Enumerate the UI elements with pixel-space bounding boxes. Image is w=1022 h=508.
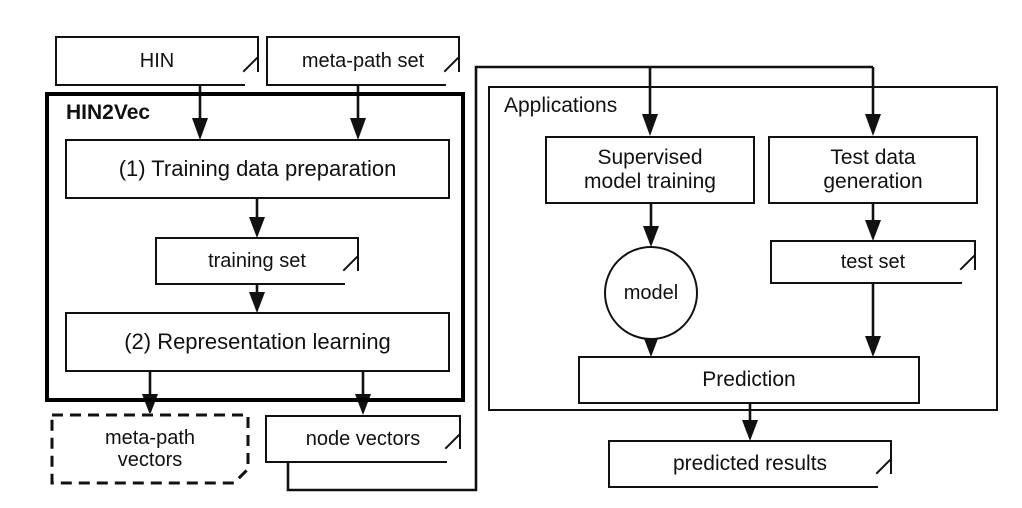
node-test-set-label: test set <box>840 250 906 273</box>
node-training-data-preparation-label: (1) Training data preparation <box>118 155 397 181</box>
node-predicted-results[interactable]: predicted results <box>608 440 892 488</box>
node-test-data-generation-label: Test data generation <box>823 146 923 193</box>
node-predicted-results-label: predicted results <box>672 452 828 476</box>
node-meta-path-vectors[interactable]: meta-path vectors <box>50 413 250 485</box>
node-supervised-model-training[interactable]: Supervised model training <box>545 136 755 204</box>
node-representation-learning-label: (2) Representation learning <box>124 328 391 354</box>
dashed-outline <box>50 413 250 485</box>
hin2vec-container-label: HIN2Vec <box>66 101 151 124</box>
fold-corner-icon <box>446 448 462 464</box>
node-training-set[interactable]: training set <box>155 237 359 285</box>
node-test-set[interactable]: test set <box>770 240 976 284</box>
node-meta-path-set[interactable]: meta-path set <box>266 36 460 86</box>
fold-corner-icon <box>877 473 893 489</box>
node-prediction-label: Prediction <box>702 368 796 392</box>
node-training-data-preparation[interactable]: (1) Training data preparation <box>65 139 450 199</box>
node-node-vectors-label: node vectors <box>305 427 421 450</box>
fold-corner-icon <box>244 71 260 87</box>
node-hin-label: HIN <box>139 49 175 72</box>
node-supervised-model-training-label: Supervised model training <box>584 146 716 193</box>
node-training-set-label: training set <box>208 249 306 272</box>
node-representation-learning[interactable]: (2) Representation learning <box>65 312 450 372</box>
node-test-data-generation[interactable]: Test data generation <box>768 136 978 204</box>
fold-corner-icon <box>961 269 977 285</box>
fold-corner-icon <box>445 71 461 87</box>
node-model[interactable]: model <box>604 246 698 340</box>
node-prediction[interactable]: Prediction <box>578 356 920 404</box>
node-meta-path-vectors-label: meta-path vectors <box>104 426 196 471</box>
fold-corner-icon <box>344 270 360 286</box>
node-meta-path-set-label: meta-path set <box>301 49 425 72</box>
node-model-label: model <box>623 281 679 304</box>
node-hin[interactable]: HIN <box>55 36 259 86</box>
node-node-vectors[interactable]: node vectors <box>265 415 461 463</box>
applications-container-label: Applications <box>504 94 618 117</box>
